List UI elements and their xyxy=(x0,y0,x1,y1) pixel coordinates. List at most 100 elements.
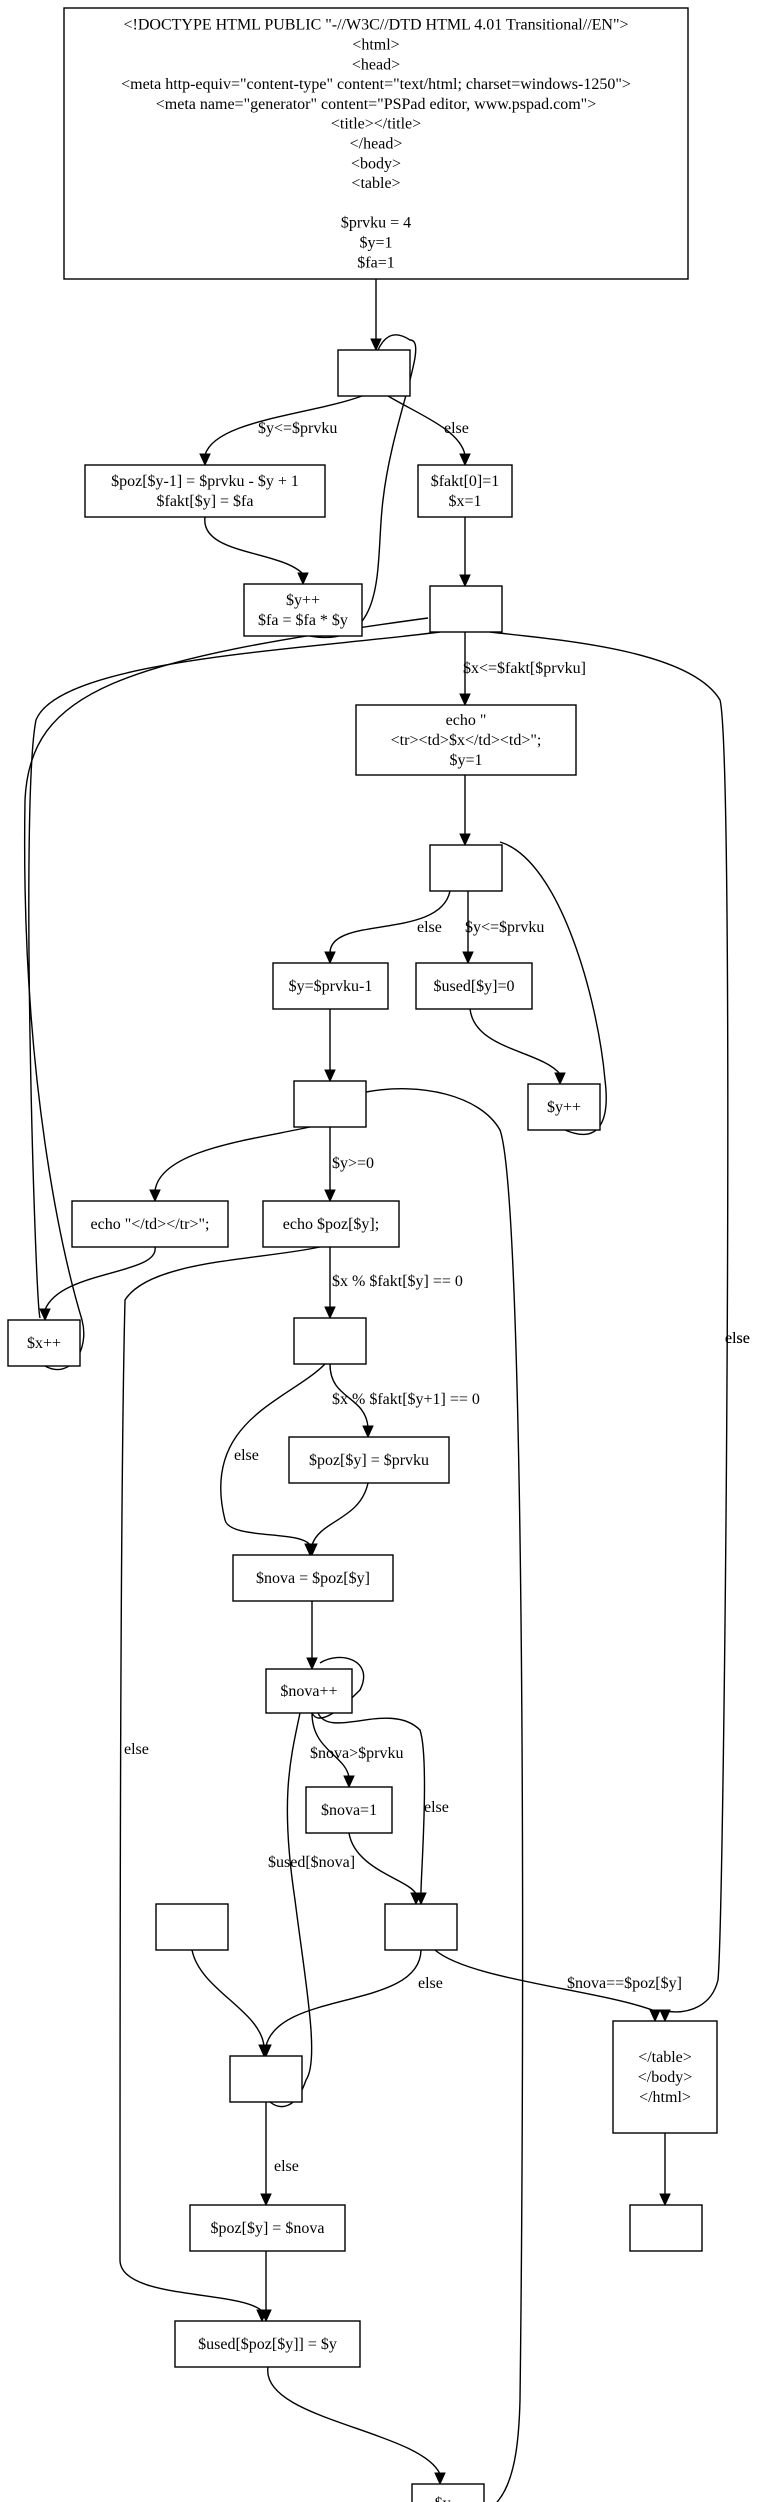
node-y-set-line: $y=$prvku-1 xyxy=(289,978,373,995)
edge-loopx-close-arrowhead xyxy=(659,2009,671,2023)
edge-usedset-ydec xyxy=(267,2366,441,2475)
edge-nova-novainc-arrowhead xyxy=(306,1657,318,1671)
node-echo-tr-line: echo " xyxy=(446,712,487,729)
edge-one-eq-arrowhead xyxy=(410,1892,422,1906)
edge-label-else-5: else xyxy=(424,1799,449,1816)
edge-label-else-4: else xyxy=(234,1447,259,1464)
edge-loopu-yset xyxy=(329,890,451,954)
edge-label-nova-gt: $nova>$prvku xyxy=(310,1745,403,1762)
edge-usedset-ydec-arrowhead xyxy=(434,2472,446,2486)
edge-label-else-9: else xyxy=(725,1330,750,1347)
node-close-html-line: </html> xyxy=(639,2089,691,2106)
node-poz-init-line: $poz[$y-1] = $prvku - $y + 1 xyxy=(111,473,299,490)
edge-novainc-one-arrowhead xyxy=(343,1775,355,1789)
node-nova-set: $nova = $poz[$y] xyxy=(232,1554,394,1602)
node-orphan xyxy=(155,1903,229,1951)
edge-label-else-3: else xyxy=(417,919,442,936)
edge-loop1-poz-arrowhead xyxy=(199,453,211,467)
node-header-line: $y=1 xyxy=(359,235,392,252)
node-loop-x-box xyxy=(429,585,503,633)
node-close-html-box xyxy=(612,2020,718,2134)
node-loop-used xyxy=(429,844,503,892)
node-nova-inc-box xyxy=(265,1668,353,1714)
node-nova-one-line: $nova=1 xyxy=(321,1802,377,1819)
edge-loopx-close xyxy=(489,631,729,2013)
edge-eq-used xyxy=(265,1949,422,2047)
edge-echoc-xinc-arrowhead xyxy=(39,1308,51,1322)
node-x-inc-box xyxy=(7,1319,81,1367)
edge-cond-nova xyxy=(219,1363,326,1546)
edge-yinc-loop1 xyxy=(309,334,417,639)
edge-cond-pozp xyxy=(329,1363,369,1428)
node-nova-set-box xyxy=(232,1554,394,1602)
node-header-line: <head> xyxy=(352,56,400,73)
edge-eq-close-arrowhead xyxy=(649,2009,661,2023)
node-header-box xyxy=(63,7,689,280)
edge-novainc-used xyxy=(269,1712,313,2108)
node-used-zero-line: $used[$y]=0 xyxy=(433,978,514,995)
node-y-dec-line: $y-- xyxy=(435,2495,462,2502)
edge-poz-yinc xyxy=(204,516,304,575)
node-y-inc2-line: $y++ xyxy=(547,1099,581,1116)
edge-label-x-mod-2: $x % $fakt[$y+1] == 0 xyxy=(332,1391,480,1408)
edge-echo-loopu-arrowhead xyxy=(459,833,471,847)
node-cond-mod xyxy=(293,1317,367,1365)
edge-loop1-fakt xyxy=(387,395,466,456)
node-loop-y xyxy=(293,1080,367,1128)
node-y-inc-fa-box xyxy=(243,583,363,637)
edge-label-else-7: else xyxy=(124,1741,149,1758)
edge-novainc-one xyxy=(311,1712,350,1778)
node-used-zero: $used[$y]=0 xyxy=(415,962,533,1010)
node-used-set-line: $used[$poz[$y]] = $y xyxy=(198,2336,337,2353)
node-echo-poz-line: echo $poz[$y]; xyxy=(283,1216,379,1233)
node-poz-init-box xyxy=(84,464,326,518)
node-loop1-box xyxy=(337,349,411,397)
node-used-set: $used[$poz[$y]] = $y xyxy=(174,2320,361,2368)
node-orphan-box xyxy=(155,1903,229,1951)
node-echo-close: echo "</td></tr>"; xyxy=(71,1200,229,1248)
edge-loopy-echoc xyxy=(154,1126,311,1192)
edge-label-used-nova: $used[$nova] xyxy=(268,1854,355,1871)
node-used-zero-box xyxy=(415,962,533,1010)
node-y-inc2-box xyxy=(527,1083,601,1131)
nodes-layer: <!DOCTYPE HTML PUBLIC "-//W3C//DTD HTML … xyxy=(7,7,718,2502)
node-echo-close-line: echo "</td></tr>"; xyxy=(91,1216,210,1233)
edge-label-else-2: else xyxy=(725,1330,750,1347)
edge-poz-yinc-arrowhead xyxy=(297,572,309,586)
node-poz-prvku: $poz[$y] = $prvku xyxy=(288,1436,450,1484)
edge-label-y-le-prvku-2: $y<=$prvku xyxy=(465,919,544,936)
node-cond-used xyxy=(229,2055,303,2103)
edge-used-poznova-arrowhead xyxy=(260,2193,272,2207)
edge-ydec-loopy xyxy=(365,1088,524,2502)
node-header-line: <meta name="generator" content="PSPad ed… xyxy=(156,96,596,113)
node-header-line: $prvku = 4 xyxy=(341,215,411,232)
node-poz-nova-line: $poz[$y] = $nova xyxy=(211,2220,325,2237)
node-end-node xyxy=(629,2204,703,2252)
node-end-node-box xyxy=(629,2204,703,2252)
node-y-dec: $y-- xyxy=(411,2483,485,2502)
node-close-html-line: </body> xyxy=(638,2069,693,2086)
edge-eq-close xyxy=(434,1949,656,2012)
edge-orphan-used xyxy=(191,1949,265,2047)
edge-label-y-ge-0: $y>=0 xyxy=(332,1155,374,1172)
node-poz-prvku-box xyxy=(288,1436,450,1484)
edge-loopu-yset-arrowhead xyxy=(324,951,336,965)
node-fakt-init-line: $fakt[0]=1 xyxy=(431,473,500,490)
edge-used-yinc-arrowhead xyxy=(554,1072,566,1086)
edge-used-yinc xyxy=(469,1008,561,1075)
node-y-inc2: $y++ xyxy=(527,1083,601,1131)
edge-yset-loopy-arrowhead xyxy=(324,1069,336,1083)
node-poz-init: $poz[$y-1] = $prvku - $y + 1$fakt[$y] = … xyxy=(84,464,326,518)
node-y-set-box xyxy=(272,962,389,1010)
edge-loopu-used-arrowhead xyxy=(462,951,474,965)
node-echo-poz-box xyxy=(262,1200,400,1248)
edges-layer xyxy=(23,279,729,2502)
edge-novainc-eq xyxy=(317,1712,426,1895)
node-fakt-init: $fakt[0]=1$x=1 xyxy=(417,464,513,518)
node-poz-prvku-line: $poz[$y] = $prvku xyxy=(309,1452,429,1469)
edge-header-loop1-arrowhead xyxy=(370,338,382,352)
node-cond-used-box xyxy=(229,2055,303,2103)
node-echo-tr-line: $y=1 xyxy=(449,752,482,769)
node-header-line: <body> xyxy=(351,155,401,172)
